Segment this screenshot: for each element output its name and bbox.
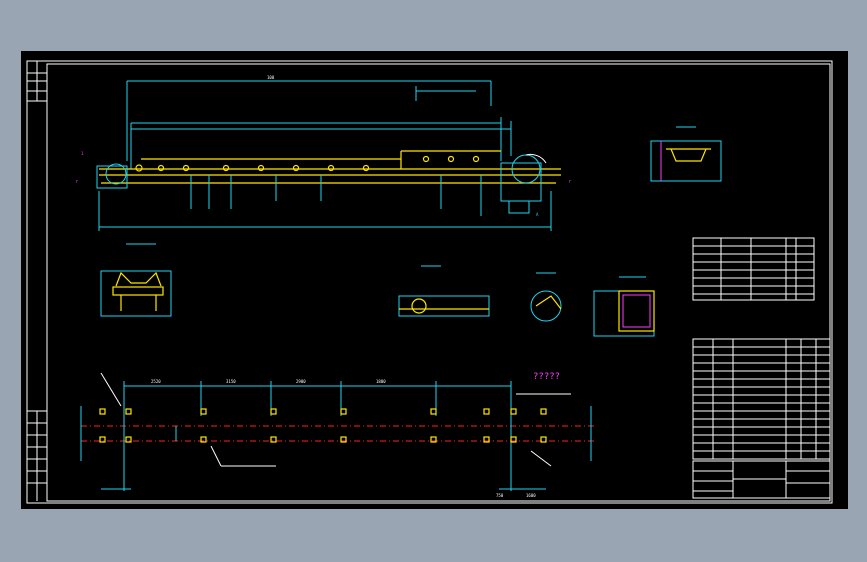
cad-viewport[interactable]: 1 Γ Γ A 100 bbox=[21, 51, 848, 509]
cad-drawing: 1 Γ Γ A 100 bbox=[26, 60, 833, 504]
title-block bbox=[692, 460, 831, 499]
sheet-border bbox=[26, 60, 833, 504]
cross-section-left bbox=[100, 243, 172, 317]
section-top-right bbox=[650, 126, 722, 182]
plan-dim-e: 750 bbox=[496, 493, 504, 498]
svg-text:Γ: Γ bbox=[569, 179, 572, 184]
plan-dim-d: 1800 bbox=[376, 379, 386, 384]
svg-text:Γ: Γ bbox=[76, 179, 79, 184]
elevation-view: 1 Γ Γ A 100 bbox=[76, 75, 572, 231]
svg-text:1: 1 bbox=[81, 151, 84, 156]
parts-table-lower bbox=[692, 338, 831, 460]
plan-dim-f: 1600 bbox=[526, 493, 536, 498]
parts-table-upper bbox=[692, 237, 815, 301]
detail-middle bbox=[398, 265, 562, 322]
plan-dim-c: 2900 bbox=[296, 379, 306, 384]
plan-dim-b: 3150 bbox=[226, 379, 236, 384]
section-letter: A bbox=[536, 212, 539, 217]
top-overall-dimension: 100 bbox=[267, 75, 275, 80]
foundation-plan: 2520 3150 2900 1800 750 1600 ????? bbox=[80, 372, 596, 498]
plan-note: ????? bbox=[533, 372, 560, 382]
box-section bbox=[593, 276, 655, 337]
plan-dim-a: 2520 bbox=[151, 379, 161, 384]
